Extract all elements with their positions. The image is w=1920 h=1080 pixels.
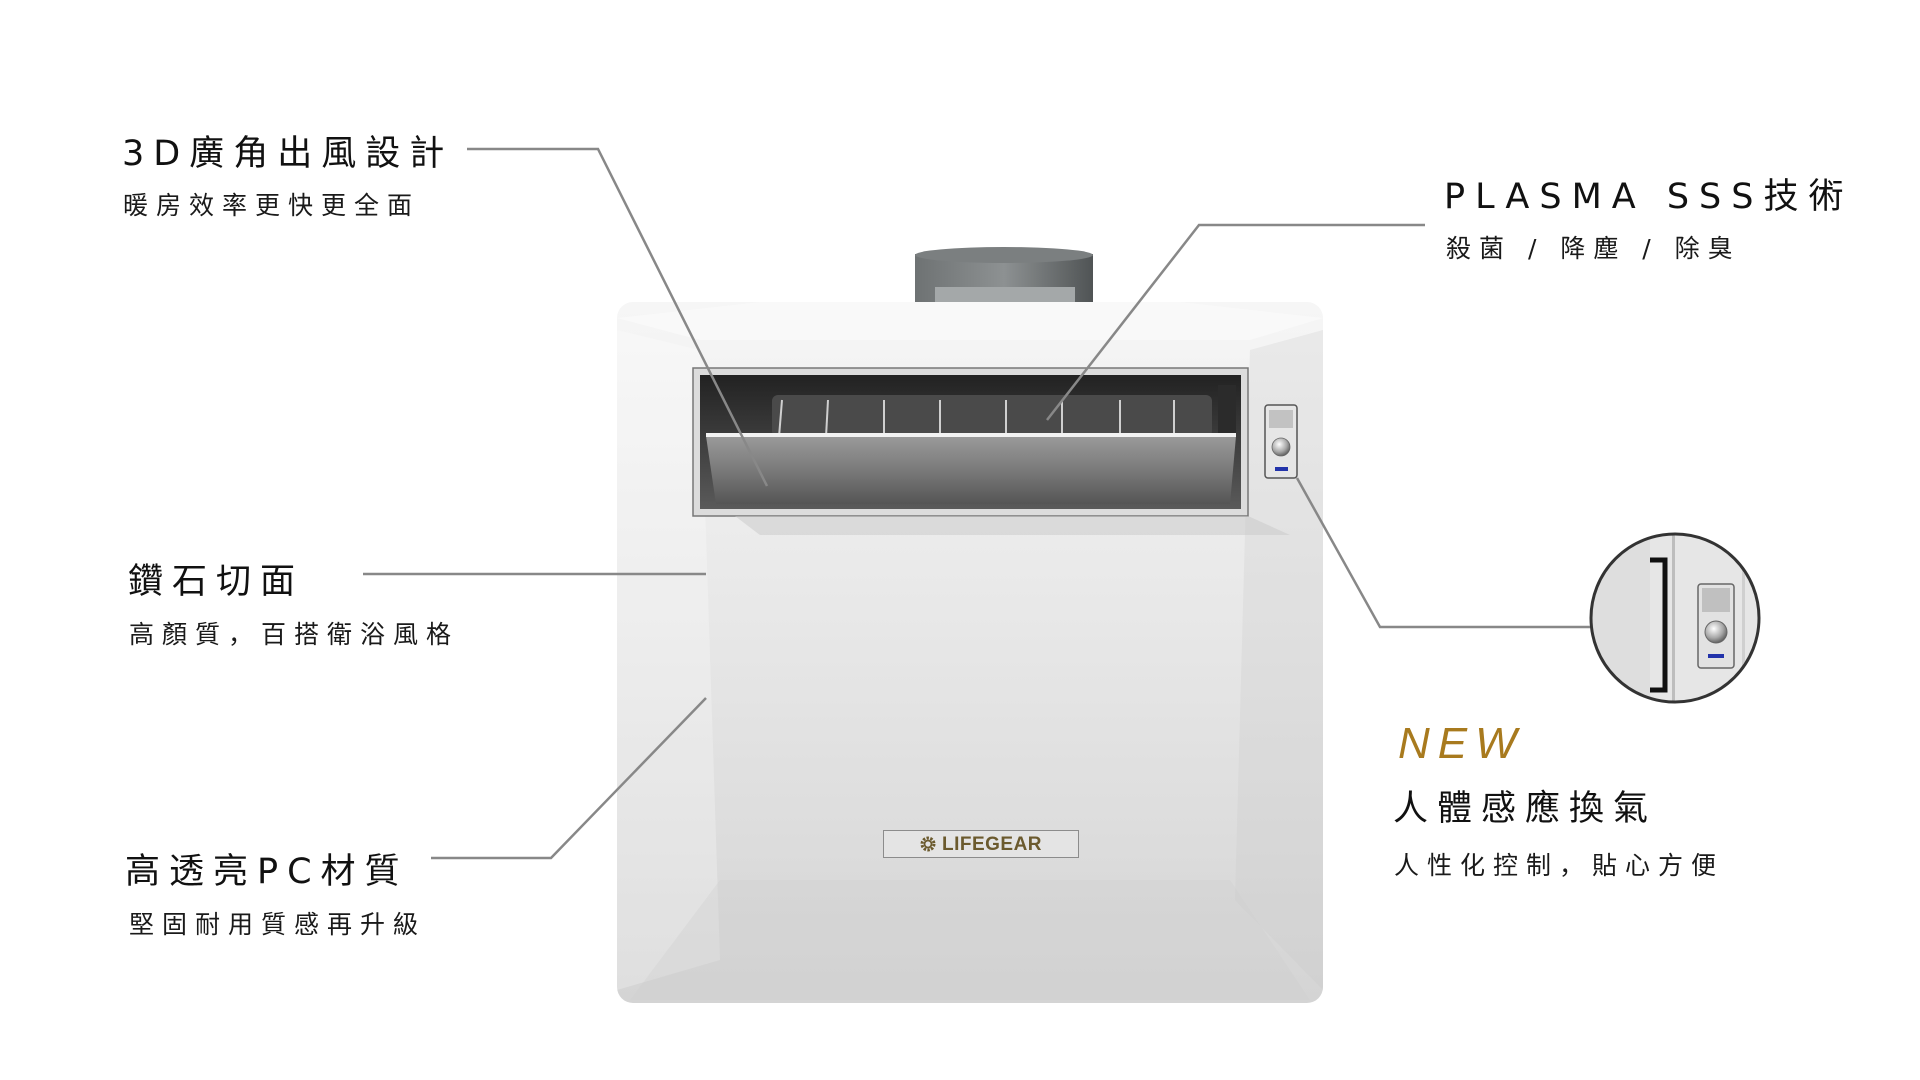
feature-subtitle-motion-sensor: 人性化控制，貼心方便 [1394,851,1725,880]
feature-title-diamond-cut: 鑽石切面 [128,562,305,602]
sensor-detail-magnifier [1589,532,1761,704]
feature-title-wide-angle: 3D廣角出風設計 [122,134,454,174]
brand-logo-plate: LIFEGEAR [883,830,1079,858]
feature-subtitle-wide-angle: 暖房效率更快更全面 [123,191,421,220]
brand-logo-text: LIFEGEAR [941,833,1043,855]
callout-line-motion-sensor [1295,477,1590,629]
feature-subtitle-plasma: 殺菌 / 降塵 / 除臭 [1446,234,1741,263]
callout-line-pc-material [431,697,707,860]
gear-icon [920,836,936,852]
motion-sensor [1264,404,1298,479]
feature-title-pc-material: 高透亮PC材質 [125,852,409,892]
feature-title-motion-sensor: 人體感應換氣 [1393,789,1658,829]
callout-line-plasma [1046,223,1425,421]
feature-subtitle-diamond-cut: 高顏質，百搭衛浴風格 [129,620,460,649]
duct-collar [915,247,1093,302]
callout-lines [363,147,1590,860]
feature-title-plasma: PLASMA SSS技術 [1444,177,1854,217]
feature-subtitle-pc-material: 堅固耐用質感再升級 [129,910,427,939]
callout-line-wide-angle [467,147,769,487]
new-badge: NEW [1398,719,1525,768]
air-outlet-vent [692,367,1290,535]
